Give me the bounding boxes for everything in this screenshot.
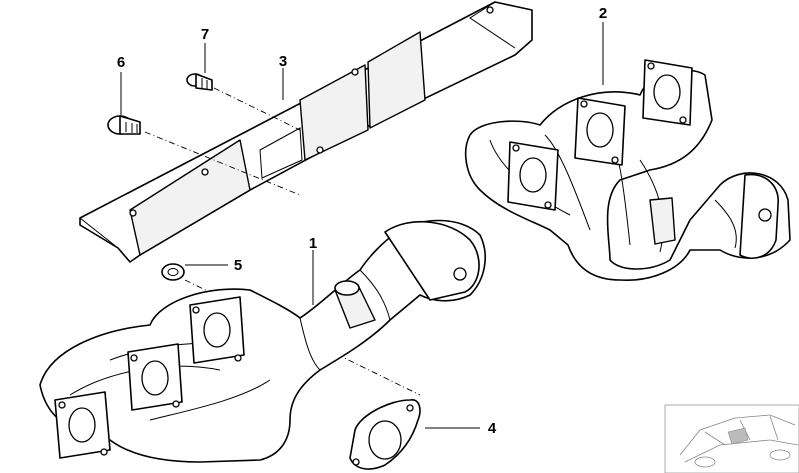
exhaust-manifold-rear (464, 59, 791, 281)
callout-3: 3 (279, 53, 287, 70)
bolt-6-axis (144, 131, 301, 196)
callout-6: 6 (117, 54, 125, 71)
bolt-7-axis (213, 87, 301, 131)
heat-shield-bracket (79, 1, 533, 263)
highlight-region-icon (727, 427, 749, 445)
callout-2: 2 (599, 5, 607, 22)
bolt-7 (186, 73, 213, 91)
gasket-4 (349, 399, 421, 470)
vehicle-location-thumbnail (664, 404, 799, 473)
leader-lines (120, 22, 604, 429)
callout-5: 5 (234, 257, 242, 274)
callout-1: 1 (309, 235, 317, 252)
callout-7: 7 (201, 26, 209, 43)
bolt-6 (107, 115, 141, 135)
callout-4: 4 (488, 420, 497, 437)
exhaust-manifold-front (39, 219, 486, 463)
nut-5 (161, 263, 185, 281)
